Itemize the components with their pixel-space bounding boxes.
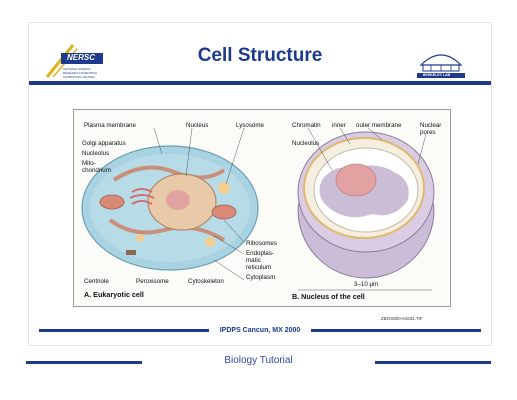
label-nucleolus-a: Nucleolus [82,150,110,157]
label-lysosome: Lysosome [236,122,264,129]
nersc-logo: NERSC NATIONAL ENERGY RESEARCH SCIENTIFI… [43,41,105,81]
page-bar-right [375,361,491,364]
caption-nucleus-of-cell: B. Nucleus of the cell [292,292,365,301]
label-ribosomes: Ribosomes [246,240,277,247]
slide: NERSC NATIONAL ENERGY RESEARCH SCIENTIFI… [28,22,492,346]
label-outer-membrane: outer membrane [356,122,402,129]
footer-rule-right [311,329,481,332]
berkeley-lab-text: BERKELEY LAB [423,73,451,77]
eukaryotic-cell-drawing [81,145,259,271]
label-mito: Mito- [82,160,96,167]
label-peroxisome: Peroxisome [136,278,169,285]
label-chromatin: Chromatin [292,122,321,129]
figure-code: ZBOS800-01631.TIF [381,316,423,321]
nucleus-drawing [297,131,435,279]
nersc-logo-text: NERSC [67,53,96,62]
label-centriole: Centriole [84,278,109,285]
label-nuclear: Nuclear [420,122,442,129]
label-nucleolus-b: Nucleolus [292,140,320,147]
label-er-3: reticulum [246,264,272,271]
page-bar-left [26,361,142,364]
page-footer-title: Biology Tutorial [224,355,293,366]
berkeley-lab-logo: BERKELEY LAB [411,41,471,81]
label-er-1: Endoplas- [246,250,274,257]
berkeley-building-icon [417,54,465,78]
label-cytoskeleton: Cytoskeleton [188,278,224,285]
nersc-logo-subtext: NATIONAL ENERGY RESEARCH SCIENTIFIC COMP… [63,67,98,79]
title-rule [29,81,491,85]
label-golgi-apparatus: Golgi apparatus [82,140,126,147]
label-cytoplasm: Cytoplasm [246,274,276,281]
slide-title: Cell Structure [197,45,323,66]
caption-eukaryotic-cell: A. Eukaryotic cell [84,290,144,299]
slide-footer: IPDPS Cancun, MX 2000 [219,327,301,334]
cell-figure [81,127,435,291]
nersc-logo-graphic [45,44,103,78]
footer-rule-left [39,329,209,332]
figure-panel: Plasma membrane Nucleus Lysosome Golgi a… [73,109,451,307]
label-inner: inner [332,122,346,129]
leader-lines [153,127,432,291]
label-plasma-membrane: Plasma membrane [84,122,136,129]
label-er-2: matic [246,257,261,264]
label-scale: 3–10 μm [354,281,379,288]
label-nucleus: Nucleus [186,122,209,129]
label-chondrium: chondrium [82,167,111,174]
label-pores: pores [420,129,436,136]
